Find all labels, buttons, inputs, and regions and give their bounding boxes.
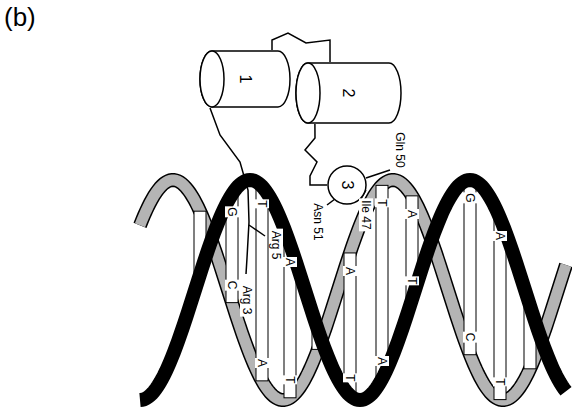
- n-terminal-arm: [210, 108, 249, 274]
- helix-cylinder: 2: [296, 62, 401, 124]
- base-letter: A: [405, 209, 419, 219]
- base-letter: T: [283, 375, 297, 384]
- dna-strand: [140, 180, 566, 400]
- side-chain: [327, 199, 335, 205]
- base-pair-bar: [406, 196, 418, 300]
- residue-label: Ile 47: [359, 198, 373, 231]
- base-letter: A: [283, 257, 297, 267]
- base-letter: T: [493, 377, 507, 386]
- base-letter: G: [225, 207, 239, 218]
- residue-label: Arg 5: [269, 229, 283, 262]
- base-letter: T: [405, 277, 419, 286]
- base-letter: A: [493, 231, 507, 241]
- base-pair-bar: [376, 185, 388, 379]
- helix-number: 1: [237, 75, 253, 84]
- base-letter: C: [463, 331, 477, 342]
- base-letter: G: [463, 192, 477, 203]
- base-letter: T: [255, 200, 269, 209]
- side-chain: [366, 170, 390, 178]
- loop-connector: [305, 124, 327, 185]
- dna-strand: [140, 180, 566, 400]
- cylinder-end: [296, 63, 320, 123]
- base-pair-bar: [464, 180, 476, 355]
- residue-label: Arg 3: [240, 284, 254, 317]
- base-letter: A: [375, 356, 389, 366]
- base-pair-bar: [256, 186, 268, 380]
- residue-label: Gln 50: [393, 130, 407, 169]
- cylinder-body: [296, 63, 401, 123]
- residue-label: Asn 51: [311, 201, 325, 242]
- base-pair-bar: [344, 253, 356, 396]
- base-letter: A: [255, 358, 269, 368]
- base-letter: A: [343, 266, 357, 276]
- dna-strand-outline: [140, 180, 566, 400]
- base-letter: C: [225, 279, 239, 290]
- helix-number: 2: [341, 89, 357, 98]
- base-pair-bar: [226, 194, 238, 302]
- cylinder-body: [200, 51, 290, 107]
- panel-letter: (b): [4, 4, 36, 30]
- side-chain: [249, 225, 265, 236]
- helix-cylinder: 1: [200, 50, 290, 108]
- cylinder-end: [200, 51, 224, 107]
- base-letter: T: [343, 373, 357, 382]
- base-letter: T: [375, 199, 389, 208]
- helix-number: 3: [339, 181, 355, 190]
